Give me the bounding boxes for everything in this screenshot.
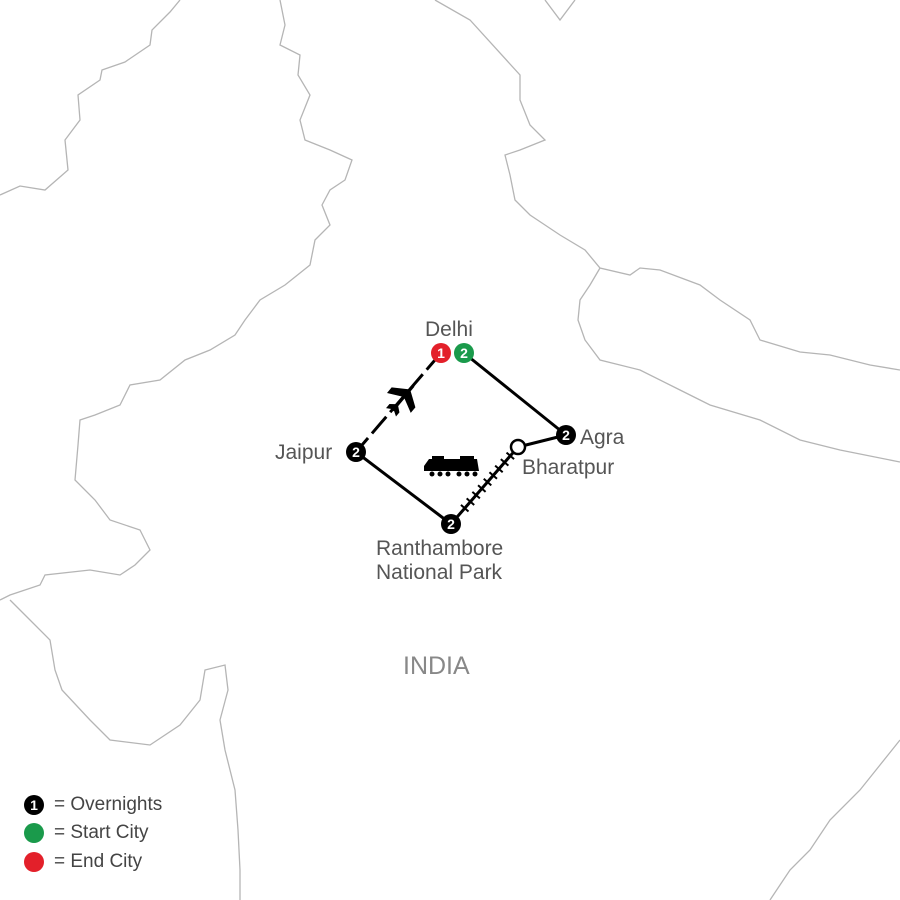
rail-tie <box>488 471 498 480</box>
coast-east <box>769 739 900 900</box>
city-label-ranthambore-2: National Park <box>376 561 503 584</box>
legend-label: = End City <box>54 851 143 872</box>
rail-tie <box>471 491 481 500</box>
legend-start-city: = Start City <box>24 822 149 844</box>
marker-jaipur[interactable]: 2 <box>346 442 366 462</box>
route-jaipur-ranthambore <box>355 450 452 526</box>
rail-tie <box>483 477 492 487</box>
rail-tie <box>500 458 510 467</box>
border-northwest <box>0 0 181 196</box>
marker-agra[interactable]: 2 <box>556 425 576 445</box>
border-china <box>434 0 900 371</box>
border-north <box>544 0 576 22</box>
city-label-agra: Agra <box>580 426 625 449</box>
start-city-dot-icon <box>24 823 44 843</box>
legend-label: = Start City <box>54 822 149 843</box>
marker-delhi-end[interactable]: 1 <box>431 343 451 363</box>
border-pakistan <box>0 0 353 601</box>
route-ranthambore-bharatpur-rail <box>449 446 520 525</box>
bharatpur-stop-marker[interactable] <box>509 438 527 456</box>
rail-tie <box>494 464 504 473</box>
marker-delhi-start[interactable]: 2 <box>454 343 474 363</box>
coast-gujarat <box>9 599 241 900</box>
legend-overnights: 1 = Overnights <box>24 794 162 816</box>
city-label-ranthambore-1: Ranthambore <box>376 537 504 560</box>
city-label-jaipur: Jaipur <box>275 441 333 464</box>
country-label-india: INDIA <box>403 652 470 680</box>
rail-tie <box>477 484 487 493</box>
rail-tie <box>460 504 470 513</box>
route-agra-delhi <box>463 351 567 437</box>
city-label-bharatpur: Bharatpur <box>522 456 615 479</box>
rail-tie <box>505 451 515 460</box>
train-icon <box>424 456 479 477</box>
border-nepal <box>577 267 900 463</box>
city-label-delhi: Delhi <box>425 318 473 341</box>
rail-ties <box>460 451 515 513</box>
overnight-symbol-icon: 1 <box>24 795 44 815</box>
marker-ranthambore[interactable]: 2 <box>441 514 461 534</box>
airplane-icon <box>386 384 416 417</box>
route-lines <box>354 351 567 526</box>
legend-label: = Overnights <box>54 794 163 815</box>
end-city-dot-icon <box>24 852 44 872</box>
rail-tie <box>466 497 475 506</box>
legend-end-city: = End City <box>24 851 142 873</box>
